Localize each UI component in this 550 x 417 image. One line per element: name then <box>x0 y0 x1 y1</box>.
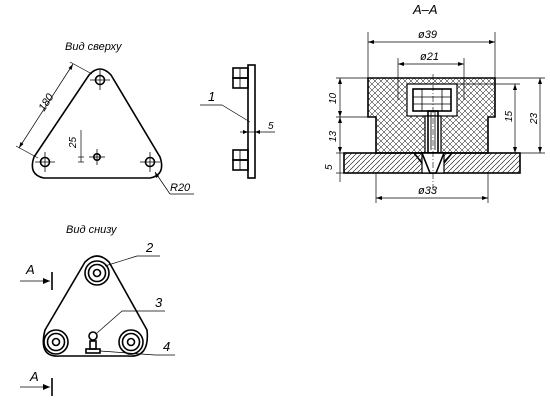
callout-3: 3 <box>155 295 163 310</box>
dimension-25: 25 <box>68 130 84 163</box>
section-a-a: А–А ø39 ø21 <box>324 2 545 203</box>
dim-lower-height: 13 <box>328 130 339 142</box>
bottom-view-title: Вид снизу <box>66 224 118 236</box>
foot-right <box>118 329 144 355</box>
foot-top <box>84 260 110 286</box>
side-foot-bottom-b <box>232 159 249 171</box>
center-screw-nut <box>85 348 101 354</box>
dim-base-height: 5 <box>324 164 335 170</box>
top-view-holes <box>35 70 160 172</box>
callout-1: 1 <box>208 89 215 104</box>
dim-inner-diameter: ø21 <box>420 51 439 63</box>
foot-left <box>43 329 69 355</box>
dim-side-length: 180 <box>36 91 57 114</box>
section-title: А–А <box>412 2 438 17</box>
dim-bolt-height: 15 <box>504 110 515 122</box>
dimension-r20: R20 <box>154 171 194 195</box>
top-view-title: Вид сверху <box>65 41 123 53</box>
section-arrow-bottom: А <box>20 369 53 396</box>
dim-total-height: 23 <box>529 112 540 125</box>
center-screw <box>88 331 98 341</box>
dim-base-diameter: ø33 <box>418 185 438 197</box>
bottom-view: Вид снизу 2 3 4 <box>20 224 175 396</box>
dim-corner-radius: R20 <box>170 182 191 194</box>
dimension-180: 180 <box>15 61 93 159</box>
top-view: Вид сверху 180 25 <box>15 41 194 195</box>
side-foot-top-a <box>232 67 249 79</box>
dim-plate-thickness: 5 <box>268 121 274 132</box>
side-plate <box>247 64 256 179</box>
callout-4: 4 <box>163 339 170 354</box>
center-screw-shank <box>89 340 97 350</box>
section-arrow-top: А <box>20 262 53 290</box>
side-view: 1 5 <box>200 64 275 179</box>
section-mark-top: А <box>25 262 35 277</box>
callout-2: 2 <box>145 240 154 255</box>
dim-outer-diameter: ø39 <box>418 29 437 41</box>
section-mark-bottom: А <box>29 369 39 384</box>
side-foot-top-b <box>232 77 249 89</box>
dim-upper-height: 10 <box>328 92 339 104</box>
side-foot-bottom-a <box>232 149 249 161</box>
dim-hole-offset: 25 <box>68 136 79 149</box>
bottom-view-plate-outline <box>42 255 149 357</box>
top-view-plate-outline <box>31 68 163 179</box>
